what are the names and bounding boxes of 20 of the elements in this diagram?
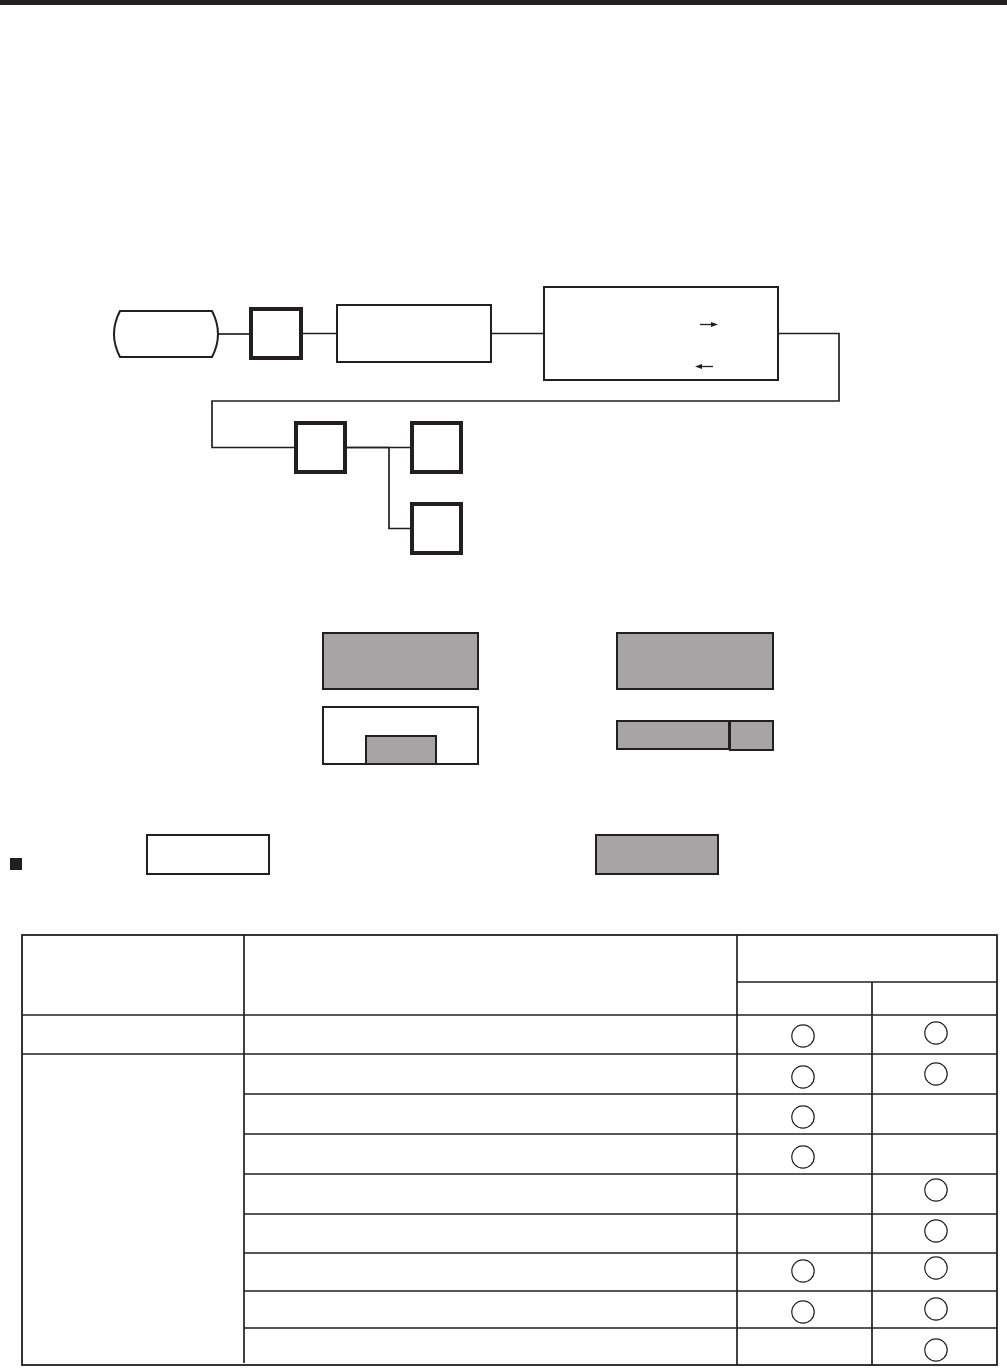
- thick-square-box: [249, 307, 303, 360]
- shaded-inset-box: [365, 735, 437, 765]
- outlined-rectangle: [322, 706, 479, 765]
- shaded-display-box: [616, 632, 774, 690]
- shaded-end-box: [729, 720, 774, 751]
- shaded-bar: [616, 720, 730, 750]
- rounded-terminal-shape: [113, 310, 219, 358]
- outlined-rectangle: [543, 286, 779, 381]
- connector-line: [346, 446, 411, 530]
- outlined-rectangle: [336, 304, 492, 363]
- connector-line: [491, 332, 544, 335]
- outlined-rectangle: [146, 834, 270, 875]
- connector-line: [218, 333, 250, 335]
- shaded-display-box: [595, 834, 719, 875]
- thick-square-box: [410, 421, 463, 474]
- connector-line: [211, 332, 840, 449]
- shaded-display-box: [322, 632, 479, 690]
- thick-square-box: [294, 421, 347, 474]
- connector-line: [302, 332, 337, 335]
- thick-square-box: [410, 502, 463, 555]
